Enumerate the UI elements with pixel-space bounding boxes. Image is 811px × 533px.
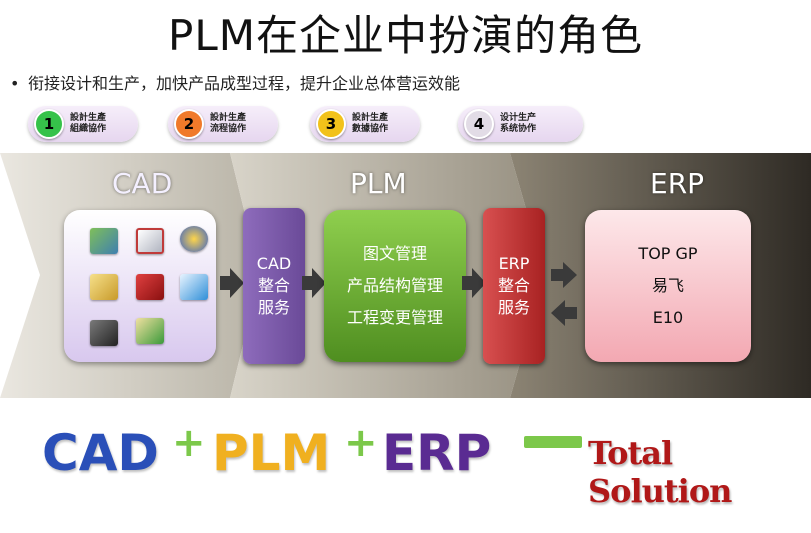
number-badge-4: 4 bbox=[464, 109, 494, 139]
arrow-right-icon bbox=[302, 268, 326, 298]
pill-label-3: 設計生產數據協作 bbox=[352, 113, 389, 134]
formula-cad: CAD bbox=[42, 424, 159, 482]
pill-label-4: 设计生产系统协作 bbox=[500, 113, 537, 134]
plus-icon: + bbox=[172, 420, 206, 466]
pill-1: 1 設計生產組織協作 bbox=[28, 106, 138, 142]
pill-2: 2 設計生產流程協作 bbox=[168, 106, 278, 142]
plm-functions-box: 图文管理产品结构管理工程变更管理 bbox=[324, 210, 466, 362]
section-label-erp: ERP bbox=[650, 167, 705, 200]
arrow-right-icon bbox=[551, 262, 577, 288]
cad-tools-box bbox=[64, 210, 216, 362]
pill-label-1: 設計生產組織協作 bbox=[70, 113, 107, 134]
number-badge-2: 2 bbox=[174, 109, 204, 139]
cad-app-icon-7 bbox=[90, 320, 118, 346]
formula-plm: PLM bbox=[212, 424, 331, 482]
cad-app-icon-4 bbox=[90, 274, 118, 300]
arrow-right-icon bbox=[220, 268, 244, 298]
pill-label-2: 設計生產流程協作 bbox=[210, 113, 247, 134]
section-label-plm: PLM bbox=[350, 167, 407, 200]
cad-app-icon-6 bbox=[180, 274, 208, 300]
page-title: PLM在企业中扮演的角色 bbox=[168, 11, 643, 60]
pill-4: 4 设计生产系统协作 bbox=[458, 106, 583, 142]
number-badge-3: 3 bbox=[316, 109, 346, 139]
cad-app-icon-5 bbox=[136, 274, 164, 300]
pill-3: 3 設計生產數據協作 bbox=[310, 106, 420, 142]
cad-app-icon-2 bbox=[136, 228, 164, 254]
arrow-right-icon bbox=[462, 268, 486, 298]
arrow-left-icon bbox=[551, 300, 577, 326]
number-badge-1: 1 bbox=[34, 109, 64, 139]
plus-icon: + bbox=[344, 420, 378, 466]
equals-icon bbox=[524, 436, 582, 448]
formula-erp: ERP bbox=[382, 424, 492, 482]
section-label-cad: CAD bbox=[112, 167, 173, 200]
formula-total-solution: Total Solution bbox=[588, 434, 732, 510]
bullet-dot-icon: • bbox=[10, 74, 20, 93]
cad-app-icon-3 bbox=[180, 226, 208, 252]
bullet-text: 衔接设计和生产，加快产品成型过程，提升企业总体营运效能 bbox=[28, 74, 461, 93]
cad-app-icon-1 bbox=[90, 228, 118, 254]
cad-app-icon-8 bbox=[136, 318, 164, 344]
bullet-point: • 衔接设计和生产，加快产品成型过程，提升企业总体营运效能 bbox=[10, 70, 460, 94]
